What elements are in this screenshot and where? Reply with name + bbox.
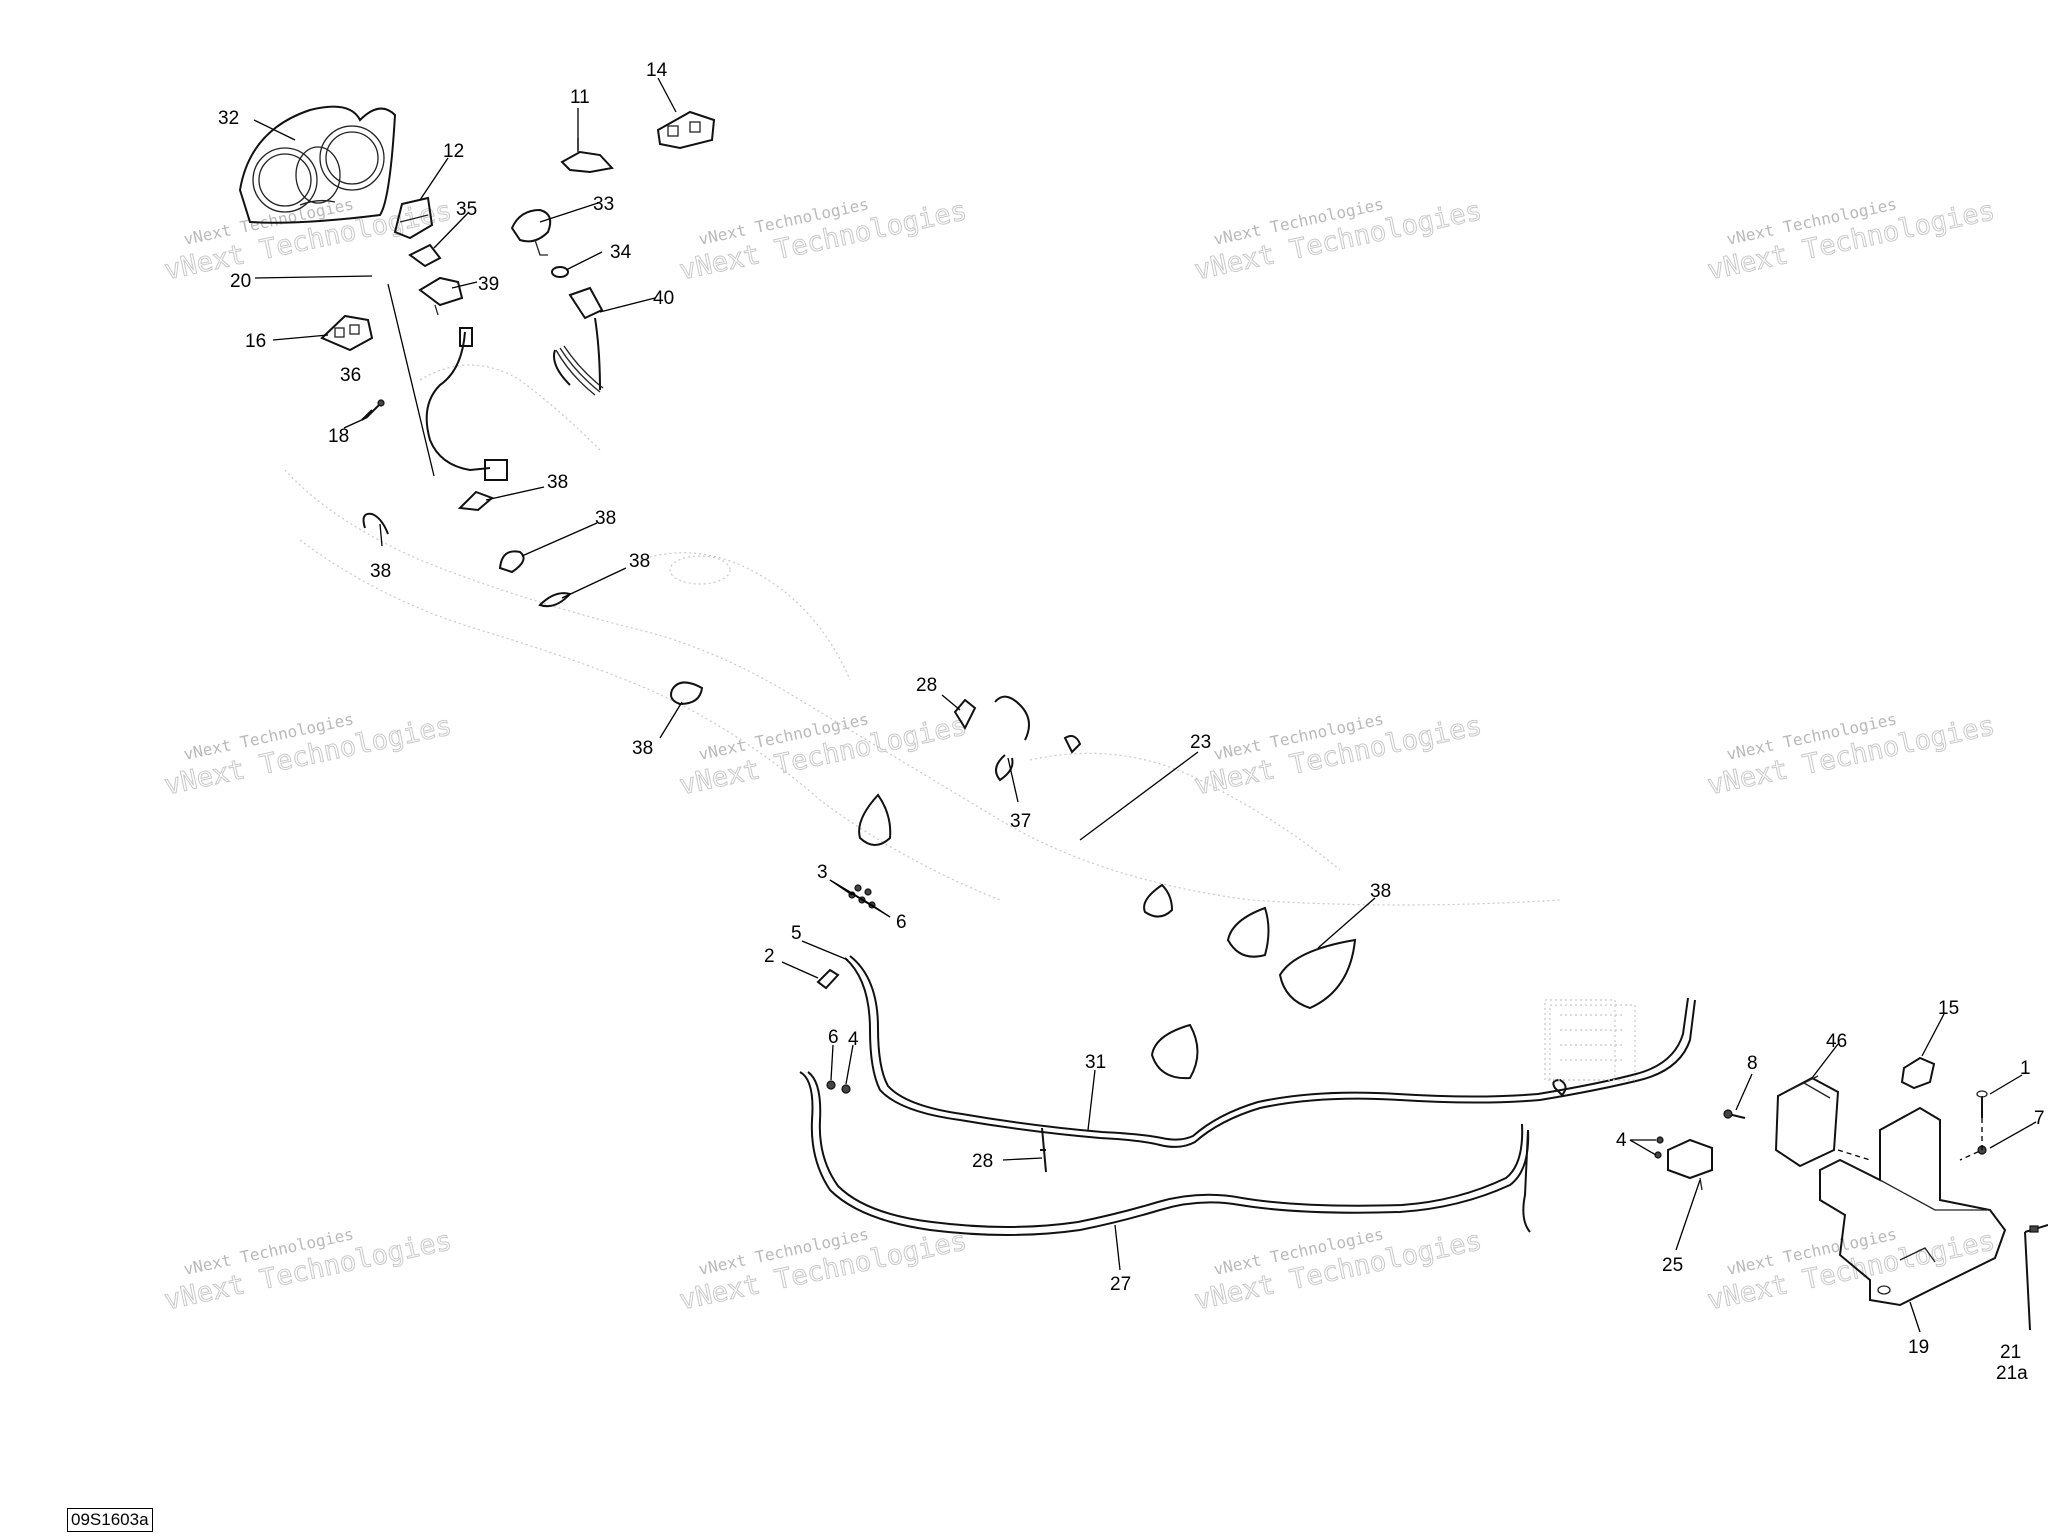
callout-3: 3 <box>817 862 828 883</box>
callout-40: 40 <box>653 288 674 309</box>
battery-tray-part-19 <box>1819 1106 2007 1307</box>
loop-strap-1 <box>858 793 892 846</box>
callout-15: 15 <box>1938 998 1959 1019</box>
callout-4a: 4 <box>848 1029 859 1050</box>
battery-part-21 <box>2024 1224 2048 1331</box>
callout-33: 33 <box>593 194 614 215</box>
tie-strap-part-38a <box>457 490 494 512</box>
callout-labels: 32 12 11 14 33 34 35 20 39 40 16 36 18 3… <box>218 60 2045 1384</box>
clip-part-35 <box>408 243 442 268</box>
callout-20: 20 <box>230 271 251 292</box>
callout-18: 18 <box>328 426 349 447</box>
callout-16: 16 <box>245 331 266 352</box>
fuse-box-ghost <box>1549 1004 1636 1081</box>
callout-37: 37 <box>1010 811 1031 832</box>
callout-5: 5 <box>791 923 802 944</box>
callout-19: 19 <box>1908 1337 1929 1358</box>
switch-part-16 <box>320 314 374 352</box>
callout-1: 1 <box>2020 1058 2031 1079</box>
callout-28b: 28 <box>972 1151 993 1172</box>
callout-7: 7 <box>2034 1108 2045 1129</box>
callout-21a: 21a <box>1996 1363 2028 1384</box>
callout-34: 34 <box>610 242 632 263</box>
callout-11: 11 <box>570 87 590 108</box>
washer-part-6-lower <box>826 1080 836 1090</box>
gauge-cluster-part <box>238 105 397 224</box>
switch-part-14 <box>656 110 716 150</box>
callout-38d: 38 <box>629 551 650 572</box>
callout-6b: 6 <box>828 1027 839 1048</box>
nut-part-4-lower <box>841 1084 851 1094</box>
washer-part-34 <box>551 266 569 278</box>
callout-38a: 38 <box>547 472 568 493</box>
leader-20 <box>254 275 373 279</box>
callout-4b: 4 <box>1616 1130 1627 1151</box>
clip-part-37b <box>1063 735 1082 754</box>
callout-31: 31 <box>1085 1052 1106 1073</box>
loop-strap-3 <box>1226 906 1270 958</box>
loop-strap-5 <box>1150 1023 1199 1080</box>
screw-part-8 <box>1723 1109 1746 1119</box>
callout-2: 2 <box>764 946 775 967</box>
bracket-part-37 <box>994 695 1030 782</box>
switch-part-12 <box>393 196 434 240</box>
callout-23: 23 <box>1190 732 1211 753</box>
callout-14: 14 <box>646 60 668 81</box>
callout-28a: 28 <box>916 675 937 696</box>
bolt-part-1 <box>1976 1090 1988 1118</box>
diagram-code: 09S1603a <box>67 1508 153 1532</box>
dashed-helper-2 <box>1959 1118 1983 1161</box>
callout-6a: 6 <box>896 912 907 933</box>
loop-strap-2 <box>1143 883 1174 918</box>
callout-25: 25 <box>1662 1255 1683 1276</box>
callout-38b: 38 <box>370 561 391 582</box>
harness-part-36 <box>425 327 508 481</box>
callout-39: 39 <box>478 274 499 295</box>
lanyard-part-40 <box>553 286 604 396</box>
callout-35: 35 <box>456 199 477 220</box>
relay-part-25 <box>1654 1136 1713 1191</box>
tie-strap-part-38b <box>362 512 389 535</box>
cable-part-27 <box>799 1071 1531 1236</box>
bolt-part-18 <box>361 399 385 421</box>
callout-21: 21 <box>2000 1342 2021 1363</box>
bracket-part-39 <box>418 276 464 316</box>
callout-38f: 38 <box>1370 881 1391 902</box>
clip-part-28-upper <box>953 698 977 731</box>
tie-strap-part-38c <box>498 550 525 574</box>
tie-strap-part-38d <box>538 592 572 608</box>
tie-strap-part-38e <box>670 681 704 706</box>
module-part-46 <box>1774 1075 1840 1168</box>
loop-strap-4 <box>1278 938 1357 1010</box>
callout-12: 12 <box>443 141 464 162</box>
loop-strap-6 <box>1552 1078 1567 1097</box>
cable-part-31 <box>844 957 1696 1148</box>
callout-38c: 38 <box>595 508 616 529</box>
callout-36: 36 <box>340 365 361 386</box>
dashed-helper-1 <box>1837 1149 1871 1161</box>
connector-part-33 <box>510 208 552 256</box>
bolt-part-2 <box>816 968 840 990</box>
callout-8: 8 <box>1747 1053 1758 1074</box>
sensor-part-11 <box>560 138 614 174</box>
cable-part-27-parallel <box>807 1071 1524 1228</box>
fuse-part-15 <box>1900 1056 1936 1090</box>
callout-38e: 38 <box>632 738 653 759</box>
leader-lines <box>253 77 2037 1333</box>
clip-part-28-lower <box>1040 1127 1047 1173</box>
callout-27: 27 <box>1110 1274 1131 1295</box>
cable-part-31-parallel <box>849 955 1689 1141</box>
callout-32: 32 <box>218 108 239 129</box>
callout-46: 46 <box>1826 1031 1847 1052</box>
leader-20-vertical <box>387 283 435 477</box>
